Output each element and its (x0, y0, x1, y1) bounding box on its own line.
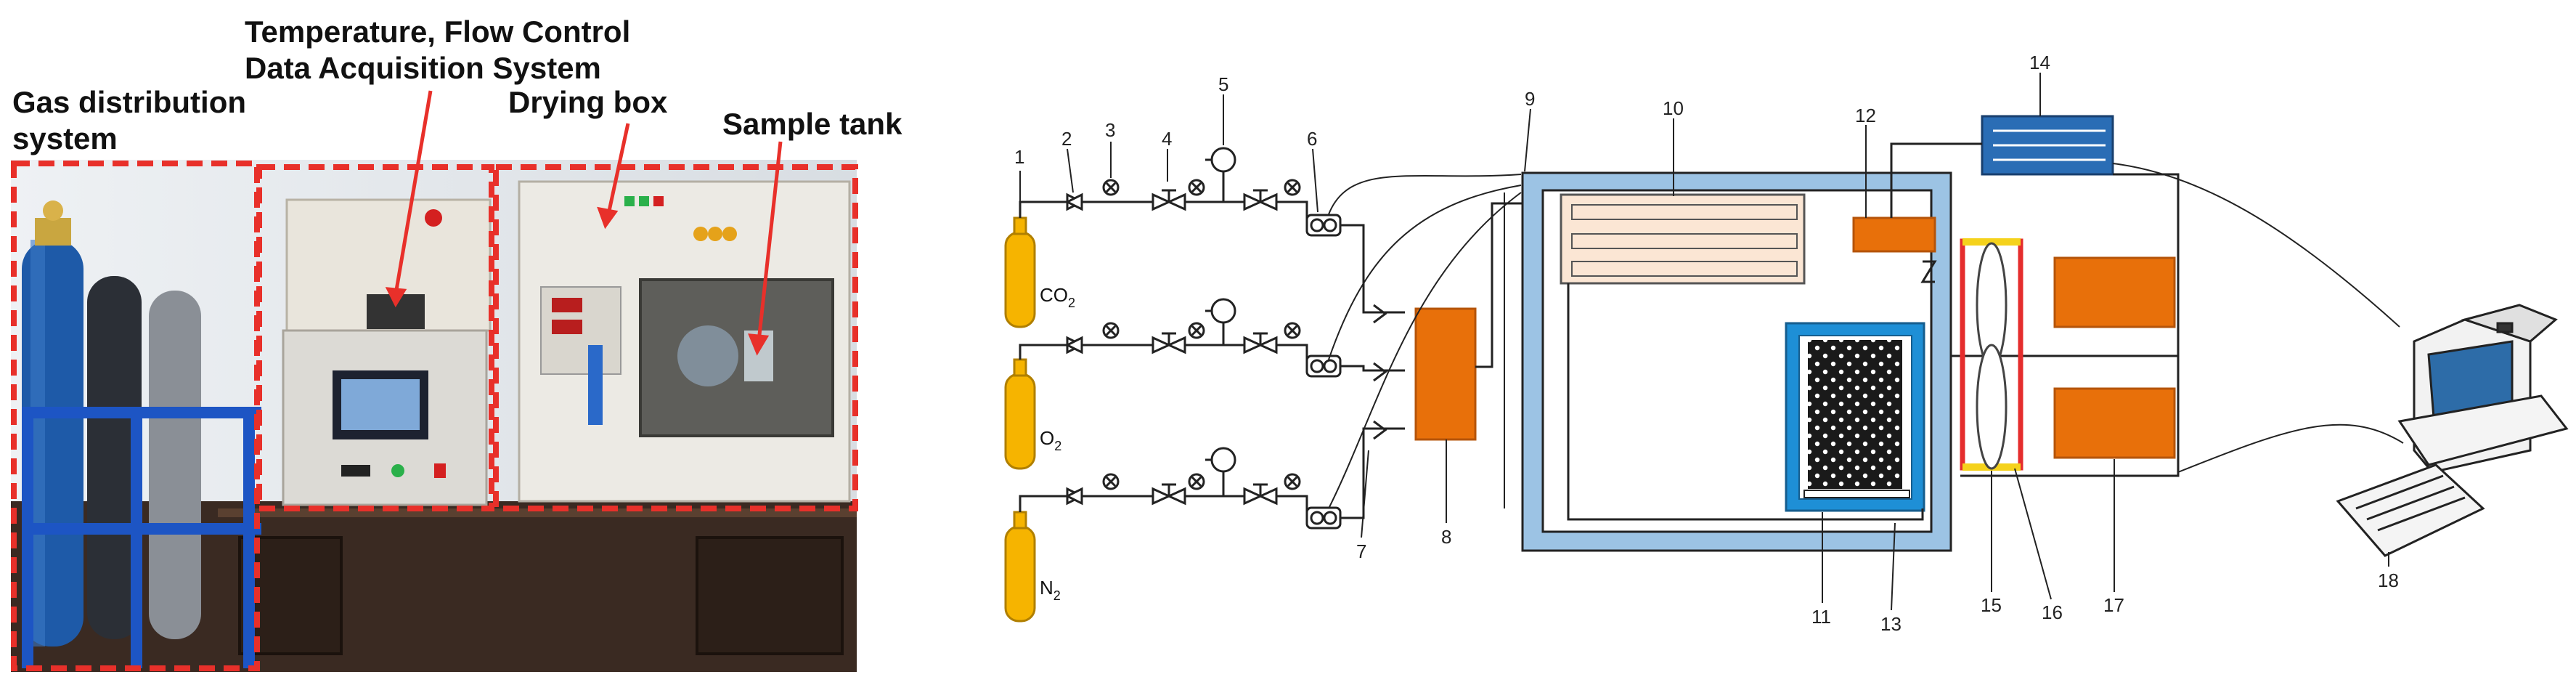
dashed-frames (11, 161, 858, 671)
computer-icon (2112, 163, 2569, 474)
number-6: 6 (1307, 128, 1317, 150)
number-8: 8 (1441, 526, 1451, 548)
door-handle (588, 345, 603, 425)
number-9: 9 (1525, 88, 1535, 110)
gas-cylinders (22, 200, 261, 668)
heating-element-top (2053, 256, 2176, 328)
label-gas-line2: system (12, 121, 118, 155)
check-valve-icon (1373, 304, 1387, 324)
number-18: 18 (2378, 570, 2399, 591)
number-4: 4 (1162, 128, 1172, 150)
regulator-icon (35, 218, 71, 246)
drying-box (518, 180, 851, 503)
desk-drawer (238, 536, 343, 655)
temperature-sensor (1852, 216, 1936, 253)
label-temperature-line2: Data Acquisition System (245, 51, 601, 85)
pipe (1890, 142, 1982, 218)
label-gas-line1: Gas distribution (12, 85, 246, 119)
number-14: 14 (2029, 52, 2050, 73)
photo-panel: Temperature, Flow Control Data Acquisiti… (11, 15, 902, 672)
label-co2: CO2 (1040, 284, 1075, 310)
internal-pipe (1567, 283, 1924, 521)
frame-drying-box (493, 164, 858, 511)
coal-sample (1808, 340, 1902, 489)
annotation-arrows (385, 90, 783, 356)
emergency-button (425, 209, 442, 227)
number-13: 13 (1880, 613, 1902, 635)
label-sample-tank: Sample tank (722, 107, 902, 141)
number-5: 5 (1218, 73, 1228, 95)
thermocouple-icon (1920, 260, 1937, 283)
housing-outline (1960, 173, 2180, 477)
label-o2: O2 (1040, 427, 1061, 453)
mixing-tank (1414, 307, 1477, 441)
label-drying-box: Drying box (508, 85, 668, 119)
number-17: 17 (2103, 594, 2124, 616)
label-temperature-line1: Temperature, Flow Control (245, 15, 630, 49)
number-10: 10 (1663, 97, 1684, 119)
control-cabinet (282, 198, 492, 506)
number-16: 16 (2042, 601, 2063, 623)
number-7: 7 (1356, 540, 1366, 562)
component-numbers: 1 2 3 4 5 6 7 8 9 10 11 12 13 14 15 16 1… (1014, 52, 2399, 635)
leader-lines (1019, 73, 2389, 611)
gas-labels: CO2 O2 N2 (1040, 284, 1075, 603)
gas-line-co2 (1004, 147, 1342, 328)
number-2: 2 (1061, 128, 1072, 150)
frame-control-system (256, 164, 494, 511)
pressure-gauge-icon (1210, 147, 1236, 173)
number-1: 1 (1014, 146, 1024, 168)
pipe (1340, 365, 1405, 372)
schematic-panel (1004, 73, 2569, 623)
number-15: 15 (1981, 594, 2002, 616)
number-11: 11 (1811, 606, 1831, 628)
gas-line-o2 (1004, 298, 1342, 470)
pipe (1340, 427, 1405, 519)
number-12: 12 (1855, 105, 1876, 126)
heating-element-bottom (2053, 387, 2176, 459)
pipe (1475, 202, 1532, 368)
desk-drawer (696, 536, 844, 655)
label-n2: N2 (1040, 577, 1061, 603)
gas-cylinder-icon (1004, 231, 1036, 328)
number-3: 3 (1105, 119, 1115, 141)
gas-line-n2 (1004, 447, 1342, 623)
keyboard-icon (2336, 463, 2485, 557)
fan-bar-top (1962, 238, 2021, 246)
